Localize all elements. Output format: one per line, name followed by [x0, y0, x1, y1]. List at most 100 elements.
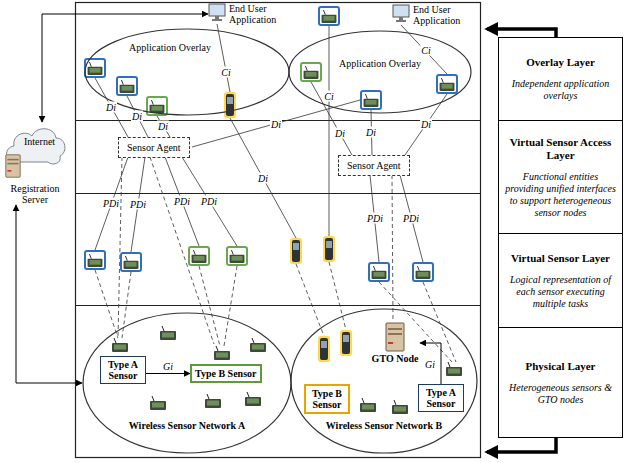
server-led [7, 170, 11, 172]
gto-node: GTO Node [370, 322, 420, 364]
application-box: End User Application [208, 3, 281, 25]
server-slot [7, 163, 18, 165]
node-label: Sensor Agent [347, 160, 401, 171]
ellipse-outline [83, 313, 291, 453]
phone-icon [340, 330, 352, 356]
monitor-icon [392, 4, 410, 23]
node-label: Wireless Sensor Network A [82, 420, 292, 431]
layer-box: Physical LayerHeterogeneous sensors & GT… [498, 327, 623, 438]
connector [146, 373, 190, 374]
virtual-sensor-icon [361, 91, 381, 109]
data-line [192, 100, 360, 147]
link-label: Di [334, 128, 346, 139]
virtual-sensor-icon [437, 75, 457, 93]
data-line [400, 175, 423, 262]
mapping-line [296, 264, 324, 336]
node-label: Internet [24, 136, 68, 147]
sensor-box: Type B Sensor [304, 384, 350, 414]
data-line [311, 82, 352, 155]
monitor-stand [215, 16, 219, 19]
node-label: Application Overlay [84, 42, 256, 53]
node-label: Physical Layer [526, 360, 596, 373]
server-icon [5, 150, 21, 182]
ellipse-outline [291, 309, 477, 453]
link-label: Di [257, 173, 269, 184]
edge-label: Gi [162, 360, 174, 371]
node-label: Heterogeneous sensors & GTO nodes [505, 382, 616, 406]
server-slot [388, 328, 402, 330]
phone-icon [290, 238, 302, 264]
link-label: Ci [220, 67, 231, 78]
link-label: PDi [173, 196, 191, 207]
virtual-sensor-icon [369, 263, 389, 281]
data-line [95, 157, 128, 250]
node-label: Type A Sensor [422, 387, 460, 409]
layer-divider [76, 305, 481, 306]
layer-box: Virtual Sensor LayerLogical representati… [498, 233, 623, 328]
monitor-screen [209, 4, 225, 16]
link-label: PDi [200, 196, 218, 207]
node-label: Wireless Sensor Network B [290, 420, 478, 431]
server-slot [7, 159, 18, 161]
node-label: Registration Server [2, 183, 68, 205]
link-label: PDi [129, 199, 147, 210]
internet-cloud: InternetRegistration Server [2, 122, 68, 205]
sensor-mote [150, 396, 166, 410]
server-slot [388, 333, 402, 335]
mapping-line [392, 175, 393, 320]
monitor-stand [399, 17, 403, 20]
link-label: PDi [102, 198, 120, 209]
node-label: Independent application overlays [505, 78, 616, 102]
node-label: Sensor Agent [127, 142, 181, 153]
monitor-icon [208, 3, 226, 22]
link-label: PDi [366, 213, 384, 224]
phone-icon [224, 92, 236, 118]
node-label: GTO Node [370, 322, 420, 364]
phone-icon [318, 336, 330, 362]
data-line [127, 96, 148, 137]
ellipse-outline [289, 31, 471, 113]
virtual-sensor-icon [301, 63, 321, 81]
node-label: End User Application [229, 3, 281, 25]
node-label: Functional entities providing unified in… [505, 171, 616, 219]
node-label: Logical representation of each sensor ex… [505, 274, 616, 310]
layer-box: Virtual Sensor Access LayerFunctional en… [498, 120, 623, 234]
sensor-mote [112, 338, 128, 352]
sensor-mote [214, 346, 230, 360]
virtual-sensor-icon [227, 247, 247, 265]
application-box: End User Application [392, 4, 465, 26]
sensor-box: Type A Sensor [418, 384, 464, 412]
mapping-line [199, 266, 220, 346]
mapping-line [224, 266, 237, 346]
node-label: Type B Sensor [195, 368, 257, 379]
link-label: PDi [402, 213, 420, 224]
thick-arrow [487, 29, 556, 37]
server-body [386, 323, 404, 351]
connector [420, 343, 441, 384]
node-label: Application Overlay [288, 58, 472, 69]
monitor-base [212, 19, 222, 21]
node-label: Virtual Sensor Access Layer [505, 136, 616, 162]
virtual-sensor-icon [413, 263, 433, 281]
link-label: Di [157, 121, 169, 132]
server-led [388, 342, 393, 344]
monitor-base [396, 20, 406, 22]
virtual-sensor-icon [189, 247, 209, 265]
data-line [157, 116, 170, 137]
edge-label: Gi [424, 358, 436, 369]
sensor-mote [392, 400, 408, 414]
sensor-mote [360, 398, 376, 412]
monitor-screen [393, 5, 409, 17]
sensor-mote [446, 362, 462, 376]
connector [16, 205, 82, 383]
virtual-sensor-icon [121, 253, 141, 271]
layer-frame [76, 3, 481, 458]
phone-icon [323, 236, 335, 262]
link-label: Di [131, 111, 143, 122]
data-line [230, 118, 296, 238]
link-label: Di [365, 127, 377, 138]
mapping-line [150, 157, 214, 344]
control-line [217, 24, 230, 92]
overlay-ellipse: Application Overlay [288, 30, 472, 114]
